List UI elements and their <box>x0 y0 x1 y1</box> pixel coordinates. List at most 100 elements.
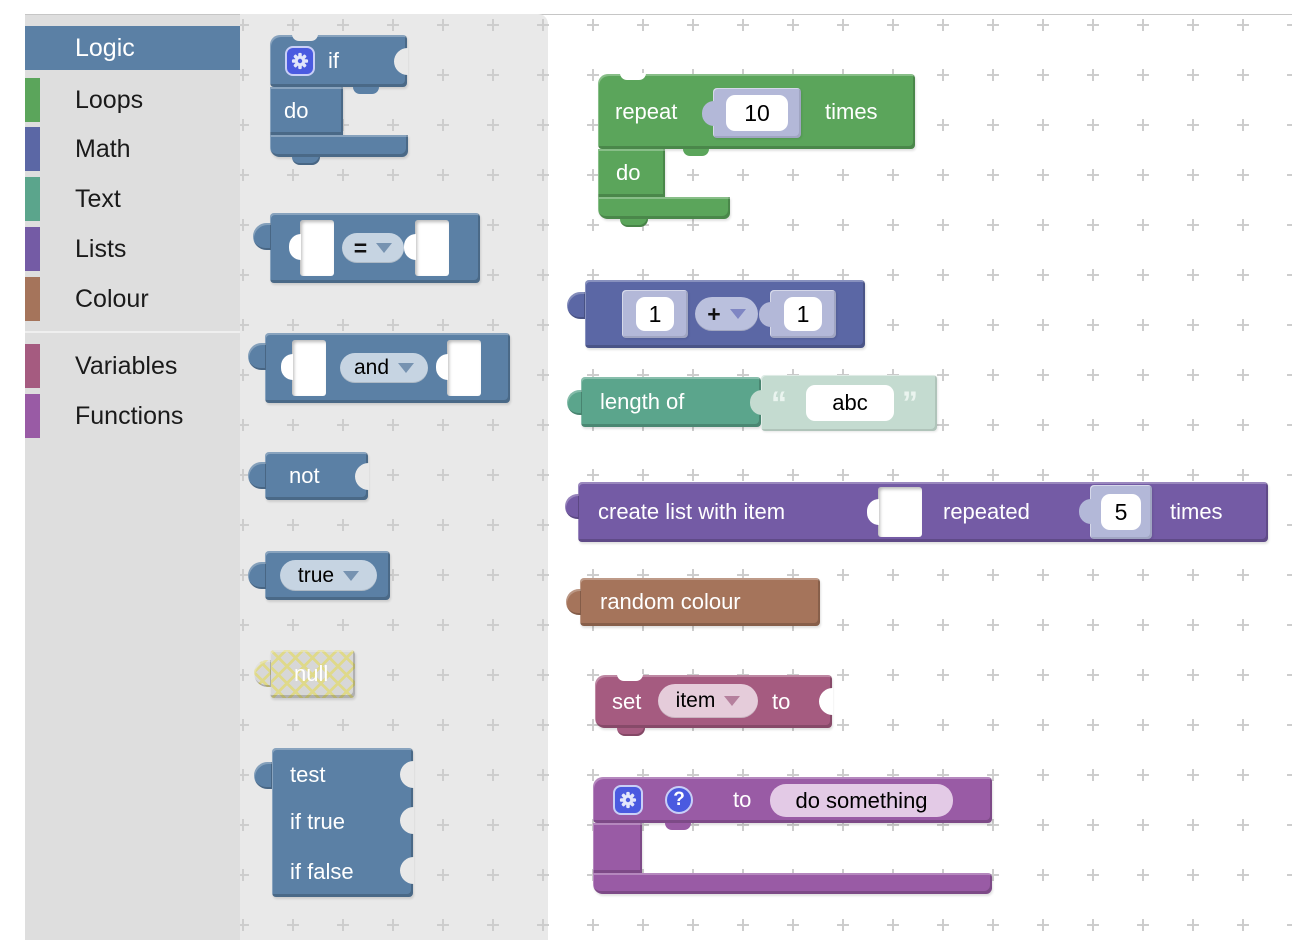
close-quote: ” <box>902 384 918 421</box>
value-tab <box>254 762 272 789</box>
shadow-number-block[interactable]: 1 <box>622 290 688 338</box>
category-color-strip <box>25 177 40 221</box>
test-label: test <box>290 762 326 787</box>
category-logic[interactable]: Logic <box>25 26 240 70</box>
dropdown-arrow-icon <box>376 243 393 253</box>
length-of-label: length of <box>600 389 685 414</box>
open-quote: “ <box>771 384 787 421</box>
block-math-arithmetic[interactable]: 1 + 1 <box>567 280 865 348</box>
block-text-length[interactable]: length of “ abc ” <box>567 375 941 433</box>
operator-dropdown[interactable]: + <box>695 297 758 331</box>
next-tab <box>292 157 320 165</box>
do-label: do <box>616 160 641 185</box>
shadow-number-block[interactable]: 5 <box>1079 485 1152 539</box>
category-separator <box>25 331 240 333</box>
operator-label: and <box>353 356 390 379</box>
category-math[interactable]: Math <box>25 127 240 171</box>
variable-dropdown[interactable]: item <box>658 684 758 718</box>
prev-notch-indent <box>620 73 646 80</box>
block-controls-if[interactable]: if do <box>270 34 408 165</box>
operator-label: + <box>707 300 721 327</box>
value-tab <box>567 390 582 415</box>
mutator-gear-icon[interactable] <box>285 46 315 76</box>
socket-notch <box>404 234 416 260</box>
boolean-dropdown[interactable]: true <box>280 560 377 591</box>
text-field[interactable]: abc <box>806 385 894 421</box>
block-logic-negate[interactable]: not <box>248 452 369 500</box>
category-label: Lists <box>75 234 127 263</box>
category-text[interactable]: Text <box>25 177 240 221</box>
value-socket-cut <box>394 48 408 75</box>
operator-label: = <box>353 234 368 261</box>
block-lists-repeat[interactable]: create list with item repeated 5 times <box>565 482 1268 542</box>
number-field[interactable]: 5 <box>1101 494 1141 530</box>
prev-notch-indent <box>292 34 318 41</box>
if-false-label: if false <box>290 859 354 884</box>
next-tab <box>617 728 645 736</box>
gear-icon <box>619 791 637 809</box>
value-socket-cut <box>400 857 414 884</box>
do-label: do <box>284 98 309 123</box>
category-color-strip <box>25 78 40 122</box>
value-tab <box>567 292 585 319</box>
number-field[interactable]: 10 <box>726 95 788 131</box>
value-socket-cut <box>819 688 833 715</box>
mutator-gear-icon[interactable] <box>613 785 643 815</box>
block-procedures-def[interactable]: ? to do something <box>593 777 993 894</box>
prev-notch-indent <box>617 674 643 681</box>
value-tab <box>254 660 271 687</box>
number-field[interactable]: 1 <box>784 297 822 331</box>
operator-dropdown[interactable]: = <box>342 233 404 263</box>
value-socket-cut <box>355 463 369 490</box>
socket-notch <box>436 354 448 380</box>
gear-icon <box>291 52 309 70</box>
to-label: to <box>733 787 752 812</box>
not-label: not <box>289 463 320 488</box>
socket-notch <box>289 234 301 260</box>
category-lists[interactable]: Lists <box>25 227 240 271</box>
repeat-label: repeat <box>615 98 678 124</box>
block-logic-operation[interactable]: and <box>248 333 510 403</box>
category-label: Math <box>75 134 131 163</box>
create-list-label: create list with item <box>598 499 786 524</box>
block-logic-null[interactable]: null <box>254 650 355 698</box>
category-label: Variables <box>75 351 178 380</box>
block-logic-compare[interactable]: = <box>253 213 480 283</box>
category-label: Loops <box>75 85 144 114</box>
number-field[interactable]: 1 <box>636 297 674 331</box>
category-variables[interactable]: Variables <box>25 344 240 388</box>
dropdown-arrow-icon <box>398 363 415 373</box>
category-color-strip <box>25 227 40 271</box>
socket-notch <box>867 499 879 525</box>
value-tab <box>253 223 271 250</box>
category-functions[interactable]: Functions <box>25 394 240 438</box>
statement-notch <box>665 823 691 830</box>
value-socket-cut <box>400 807 414 834</box>
shadow-number-block[interactable]: 10 <box>702 88 801 138</box>
shadow-text-block[interactable]: “ abc ” <box>750 375 937 431</box>
value-tab <box>565 494 579 519</box>
function-name-field[interactable]: do something <box>770 784 953 817</box>
block-colour-random[interactable]: random colour <box>566 578 820 626</box>
block-variables-set[interactable]: set item to <box>595 674 833 737</box>
shadow-tab <box>750 390 762 415</box>
operator-dropdown[interactable]: and <box>340 353 428 383</box>
category-label: Colour <box>75 284 149 313</box>
random-colour-label: random colour <box>600 589 741 614</box>
block-logic-boolean[interactable]: true <box>248 551 390 600</box>
help-question-icon[interactable]: ? <box>665 786 693 814</box>
dropdown-arrow-icon <box>729 309 746 319</box>
category-loops[interactable]: Loops <box>25 78 240 122</box>
if-label: if <box>328 48 339 73</box>
set-label: set <box>612 688 642 714</box>
times-label: times <box>1170 499 1223 524</box>
value-socket <box>281 340 326 396</box>
shadow-tab <box>702 101 714 126</box>
statement-notch <box>353 87 379 94</box>
category-colour[interactable]: Colour <box>25 277 240 321</box>
block-controls-repeat[interactable]: repeat 10 times do <box>598 73 916 228</box>
to-label: to <box>772 688 791 714</box>
shadow-number-block[interactable]: 1 <box>759 290 836 338</box>
block-logic-ternary[interactable]: test if true if false <box>254 748 414 897</box>
category-color-strip <box>25 127 40 171</box>
